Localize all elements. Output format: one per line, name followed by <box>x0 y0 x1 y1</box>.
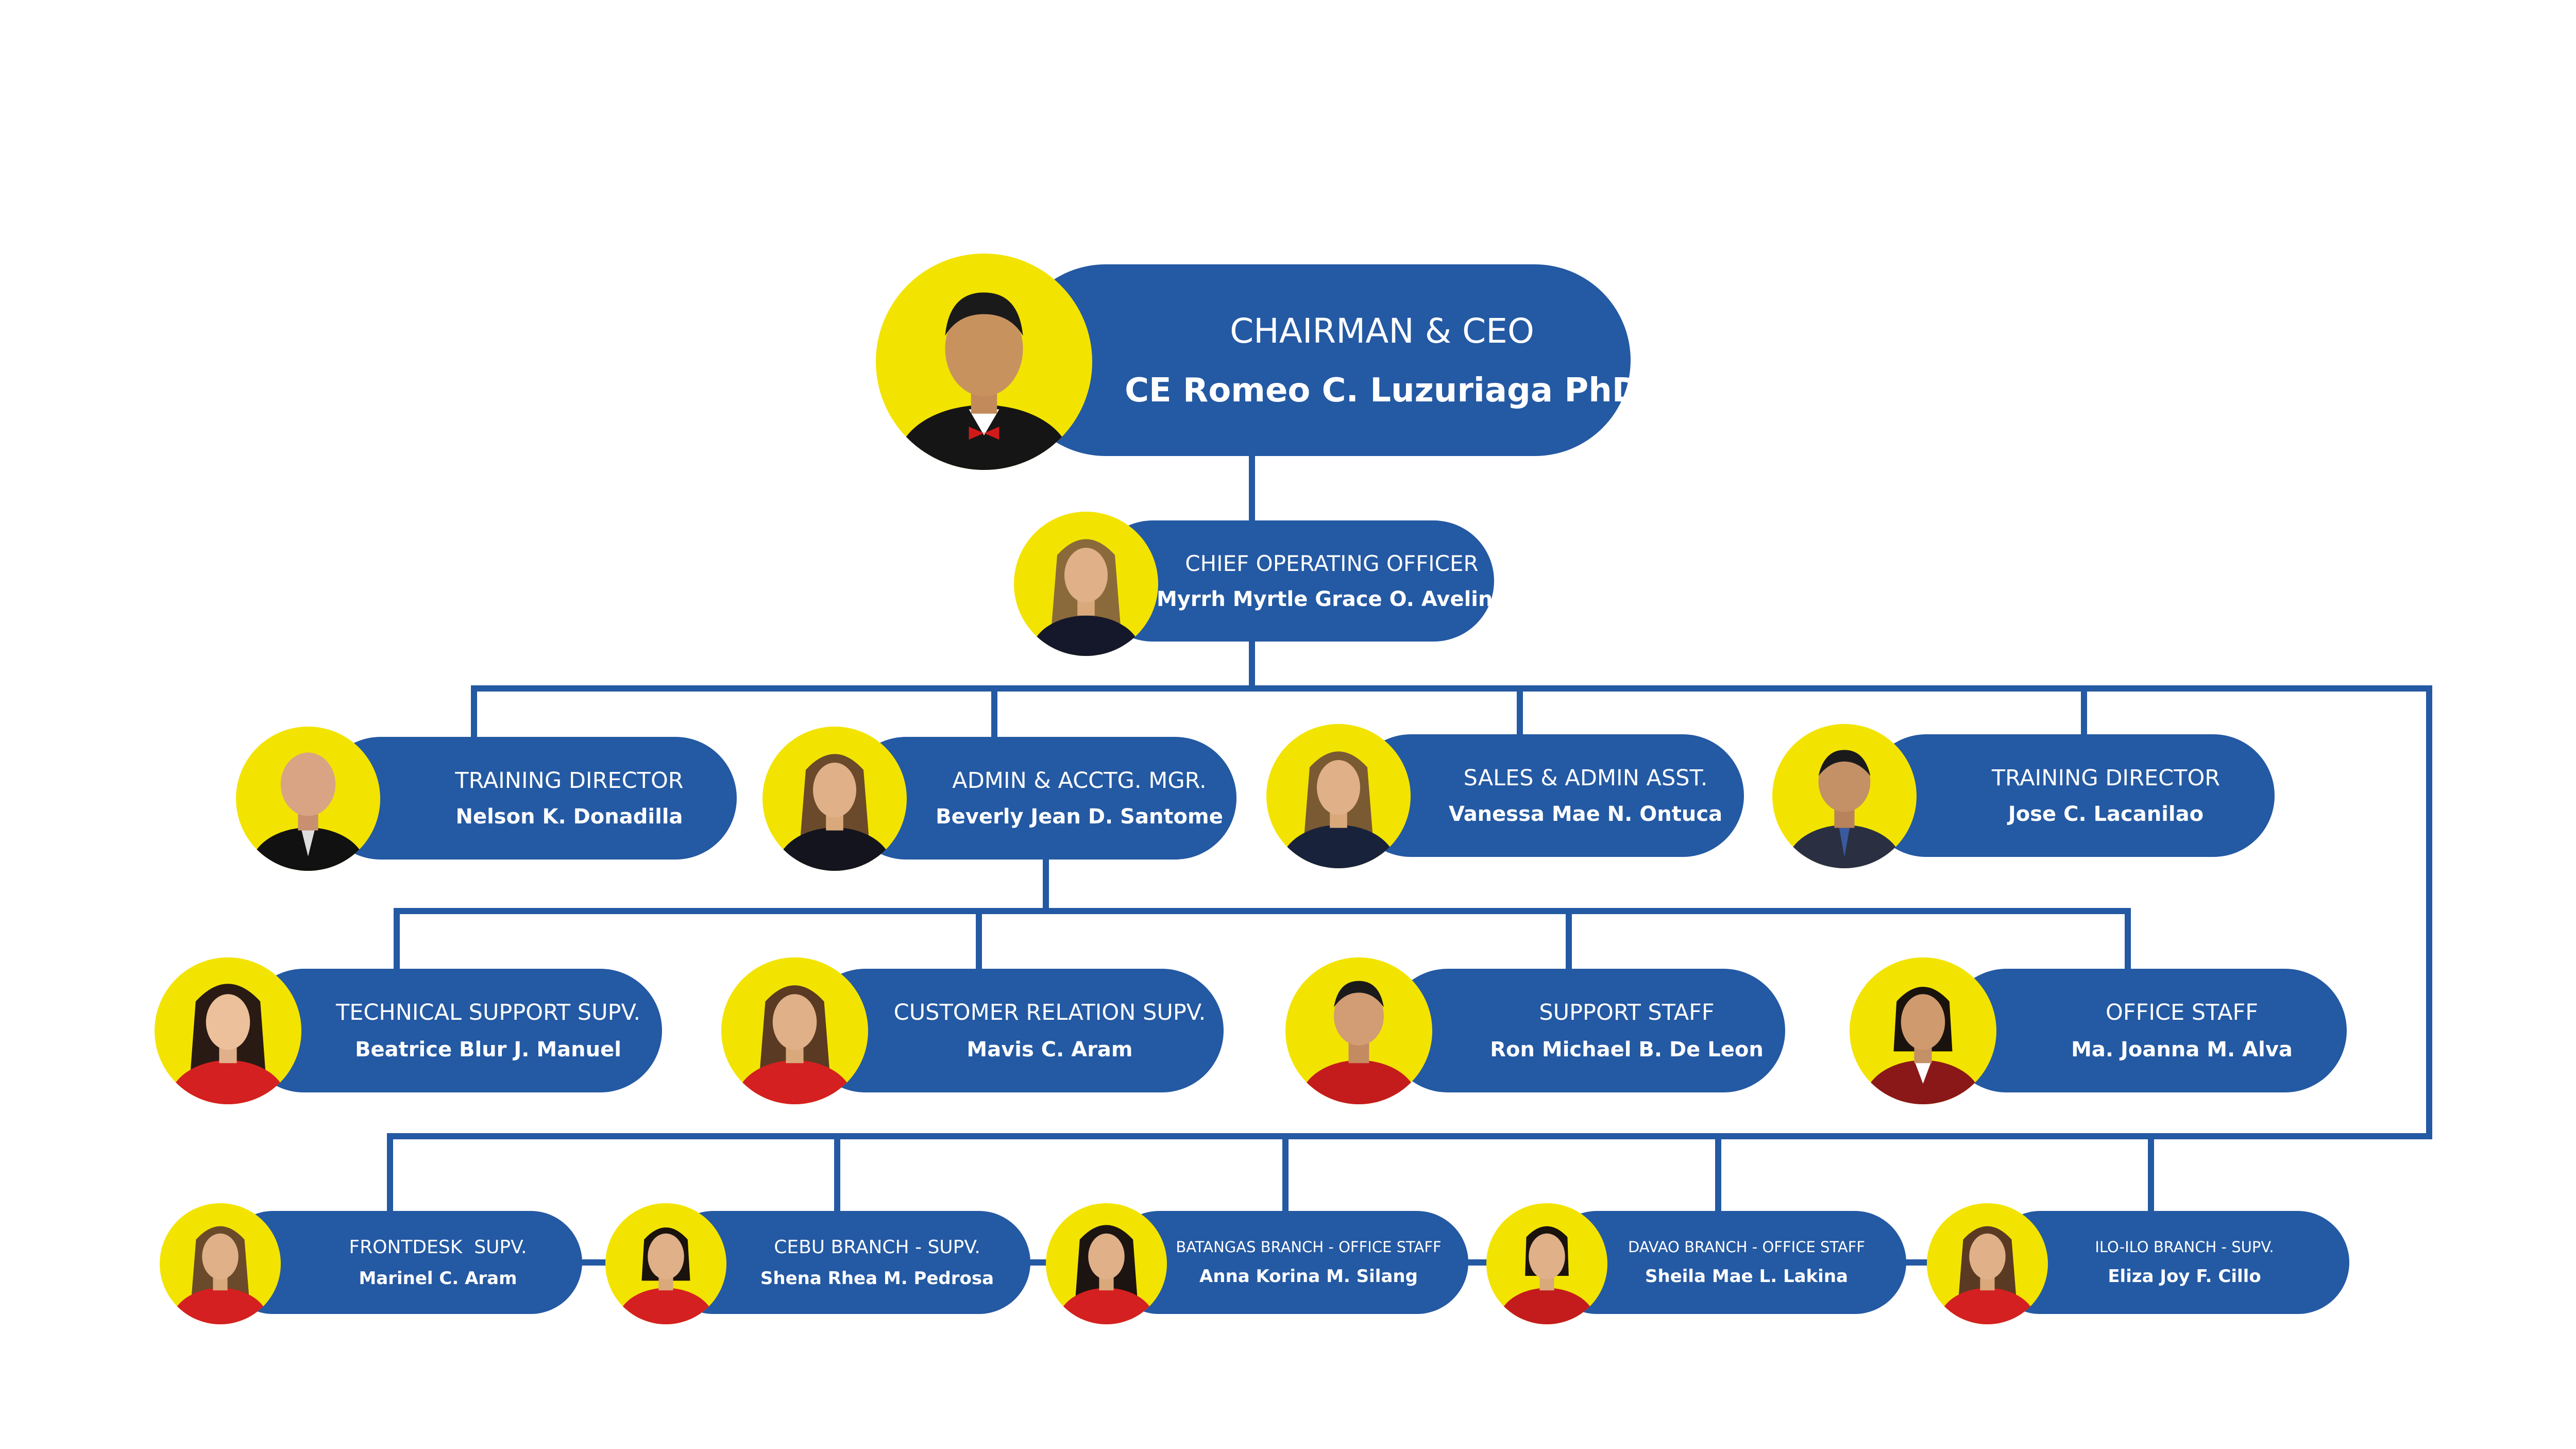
coo-name: Myrrh Myrtle Grace O. Avelino <box>1157 587 1507 611</box>
level4-pill-3: SUPPORT STAFF Ron Michael B. De Leon <box>1386 969 1785 1092</box>
person-icon <box>172 1226 269 1324</box>
level3-photo-2 <box>762 727 907 871</box>
level5-photo-5 <box>1927 1203 2048 1324</box>
level3-name-4: Jose C. Lacanilao <box>2008 802 2204 826</box>
person-icon <box>777 754 892 871</box>
level5-name-2: Shena Rhea M. Pedrosa <box>760 1268 994 1289</box>
level3-photo-4 <box>1772 724 1917 868</box>
level4-pill-1: TECHNICAL SUPPORT SUPV. Beatrice Blur J.… <box>242 969 662 1092</box>
level5-name-1: Marinel C. Aram <box>359 1268 517 1289</box>
level3-pill-3: SALES & ADMIN ASST. Vanessa Mae N. Ontuc… <box>1350 734 1744 857</box>
level4-title-4: OFFICE STAFF <box>2106 1000 2258 1025</box>
person-icon <box>169 984 287 1104</box>
person-icon <box>1864 987 1982 1104</box>
level3-name-2: Beverly Jean D. Santome <box>936 805 1223 829</box>
level5-photo-3 <box>1046 1203 1167 1324</box>
level5-name-3: Anna Korina M. Silang <box>1199 1266 1418 1287</box>
level5-pill-4: DAVAO BRANCH - OFFICE STAFF Sheila Mae L… <box>1546 1211 1906 1314</box>
level3-title-4: TRAINING DIRECTOR <box>1991 765 2221 791</box>
level5-title-1: FRONTDESK SUPV. <box>349 1236 527 1258</box>
level4-title-2: CUSTOMER RELATION SUPV. <box>893 1000 1206 1025</box>
person-icon <box>1498 1226 1596 1324</box>
ceo-photo <box>876 254 1092 470</box>
level5-photo-4 <box>1486 1203 1607 1324</box>
coo-photo <box>1014 512 1158 656</box>
level5-title-2: CEBU BRANCH - SUPV. <box>774 1236 980 1258</box>
person-icon <box>250 752 366 871</box>
level4-photo-1 <box>155 957 301 1104</box>
level5-pill-1: FRONTDESK SUPV. Marinel C. Aram <box>222 1211 582 1314</box>
person-icon <box>1281 751 1396 868</box>
level5-title-5: ILO-ILO BRANCH - SUPV. <box>2095 1238 2274 1256</box>
level3-title-3: SALES & ADMIN ASST. <box>1463 765 1708 791</box>
person-icon <box>1058 1225 1155 1324</box>
person-icon <box>1939 1226 2036 1324</box>
level3-title-1: TRAINING DIRECTOR <box>455 768 684 794</box>
person-icon <box>1787 750 1902 868</box>
level4-photo-3 <box>1285 957 1432 1104</box>
level3-name-3: Vanessa Mae N. Ontuca <box>1448 802 1723 826</box>
level5-photo-2 <box>605 1203 726 1324</box>
level4-title-1: TECHNICAL SUPPORT SUPV. <box>335 1000 641 1025</box>
level5-name-4: Sheila Mae L. Lakina <box>1645 1266 1848 1287</box>
person-icon <box>897 292 1071 470</box>
level5-title-4: DAVAO BRANCH - OFFICE STAFF <box>1628 1238 1866 1256</box>
level4-photo-4 <box>1850 957 1996 1104</box>
level3-title-2: ADMIN & ACCTG. MGR. <box>952 768 1207 794</box>
level4-pill-2: CUSTOMER RELATION SUPV. Mavis C. Aram <box>804 969 1224 1092</box>
level3-name-1: Nelson K. Donadilla <box>455 805 683 829</box>
ceo-pill: CHAIRMAN & CEO CE Romeo C. Luzuriaga PhD <box>1010 264 1639 456</box>
coo-pill: CHIEF OPERATING OFFICER Myrrh Myrtle Gra… <box>1092 520 1507 642</box>
level5-title-3: BATANGAS BRANCH - OFFICE STAFF <box>1176 1238 1442 1256</box>
person-icon <box>1031 539 1141 656</box>
level3-pill-1: TRAINING DIRECTOR Nelson K. Donadilla <box>319 737 737 860</box>
level4-name-4: Ma. Joanna M. Alva <box>2071 1038 2293 1062</box>
level4-name-1: Beatrice Blur J. Manuel <box>355 1038 621 1062</box>
level4-name-2: Mavis C. Aram <box>967 1038 1133 1062</box>
coo-title: CHIEF OPERATING OFFICER <box>1185 551 1479 576</box>
person-icon <box>617 1227 715 1324</box>
level4-pill-4: OFFICE STAFF Ma. Joanna M. Alva <box>1945 969 2347 1092</box>
level3-pill-2: ADMIN & ACCTG. MGR. Beverly Jean D. Sant… <box>845 737 1236 860</box>
level5-pill-5: ILO-ILO BRANCH - SUPV. Eliza Joy F. Cill… <box>1989 1211 2349 1314</box>
level5-pill-3: BATANGAS BRANCH - OFFICE STAFF Anna Kori… <box>1108 1211 1468 1314</box>
level3-pill-4: TRAINING DIRECTOR Jose C. Lacanilao <box>1865 734 2275 857</box>
level5-name-5: Eliza Joy F. Cillo <box>2108 1266 2261 1287</box>
level3-photo-1 <box>236 727 380 871</box>
person-icon <box>1300 981 1418 1104</box>
level4-name-3: Ron Michael B. De Leon <box>1490 1038 1764 1062</box>
level4-title-3: SUPPORT STAFF <box>1539 1000 1715 1025</box>
level3-photo-3 <box>1266 724 1411 868</box>
level4-photo-2 <box>721 957 868 1104</box>
person-icon <box>736 985 854 1104</box>
ceo-name: CE Romeo C. Luzuriaga PhD <box>1125 371 1639 410</box>
level5-photo-1 <box>160 1203 281 1324</box>
ceo-title: CHAIRMAN & CEO <box>1230 311 1534 351</box>
